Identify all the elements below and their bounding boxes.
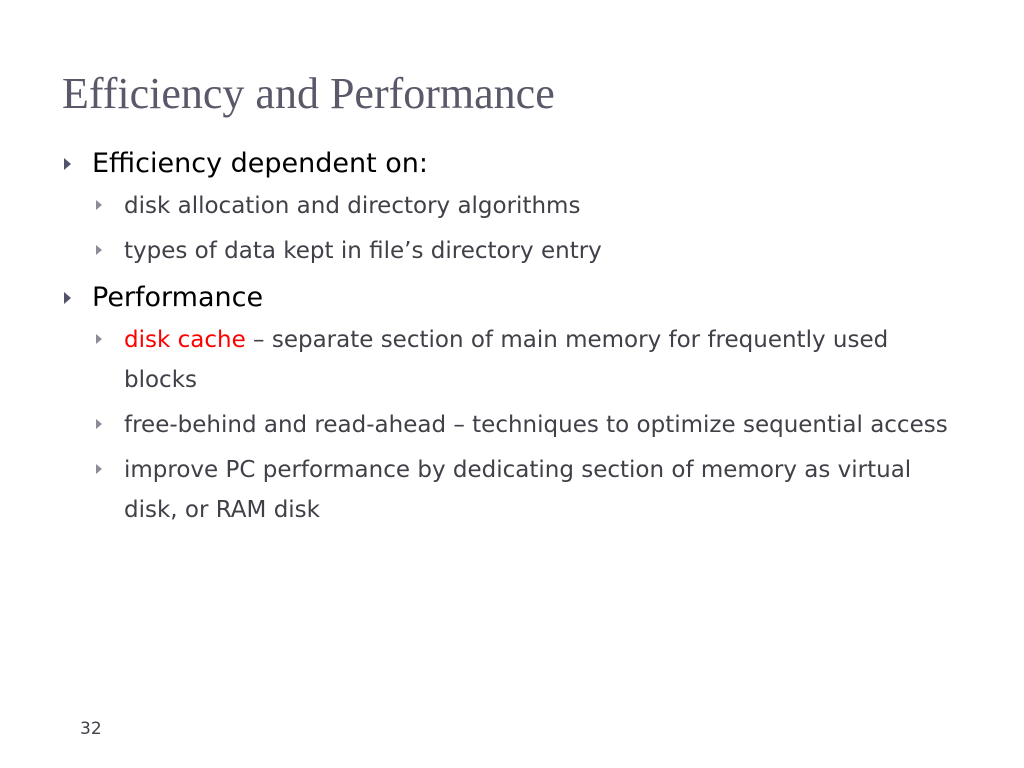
sub-bullet-disk-cache: disk cache – separate section of main me… [62,320,962,400]
sub-bullet-text: free-behind and read-ahead – techniques … [124,412,948,438]
sub-bullet-text: disk allocation and directory algorithms [124,193,581,219]
triangle-bullet-icon [96,245,102,255]
sub-bullet-disk-allocation: disk allocation and directory algorithms [62,186,962,226]
sub-bullet-text: types of data kept in file’s directory e… [124,238,602,264]
triangle-bullet-icon [64,158,71,170]
triangle-bullet-icon [96,200,102,210]
bullet-text: Efficiency dependent on: [92,148,429,179]
sub-bullet-ram-disk: improve PC performance by dedicating sec… [62,450,962,530]
bullet-text: Performance [92,282,264,313]
slide-title: Efficiency and Performance [62,69,555,118]
triangle-bullet-icon [96,464,102,474]
bullet-efficiency: Efficiency dependent on: [62,142,962,186]
triangle-bullet-icon [96,419,102,429]
slide-body: Efficiency dependent on: disk allocation… [62,142,962,535]
sub-bullet-free-behind: free-behind and read-ahead – techniques … [62,405,962,445]
bullet-performance: Performance [62,276,962,320]
disk-cache-highlight: disk cache [124,327,246,353]
triangle-bullet-icon [96,334,102,344]
sub-bullet-text: – separate section of main memory for fr… [124,327,889,393]
page-number: 32 [80,719,102,739]
sub-bullet-directory-entry: types of data kept in file’s directory e… [62,231,962,271]
sub-bullet-text: improve PC performance by dedicating sec… [124,457,912,523]
triangle-bullet-icon [64,292,71,304]
